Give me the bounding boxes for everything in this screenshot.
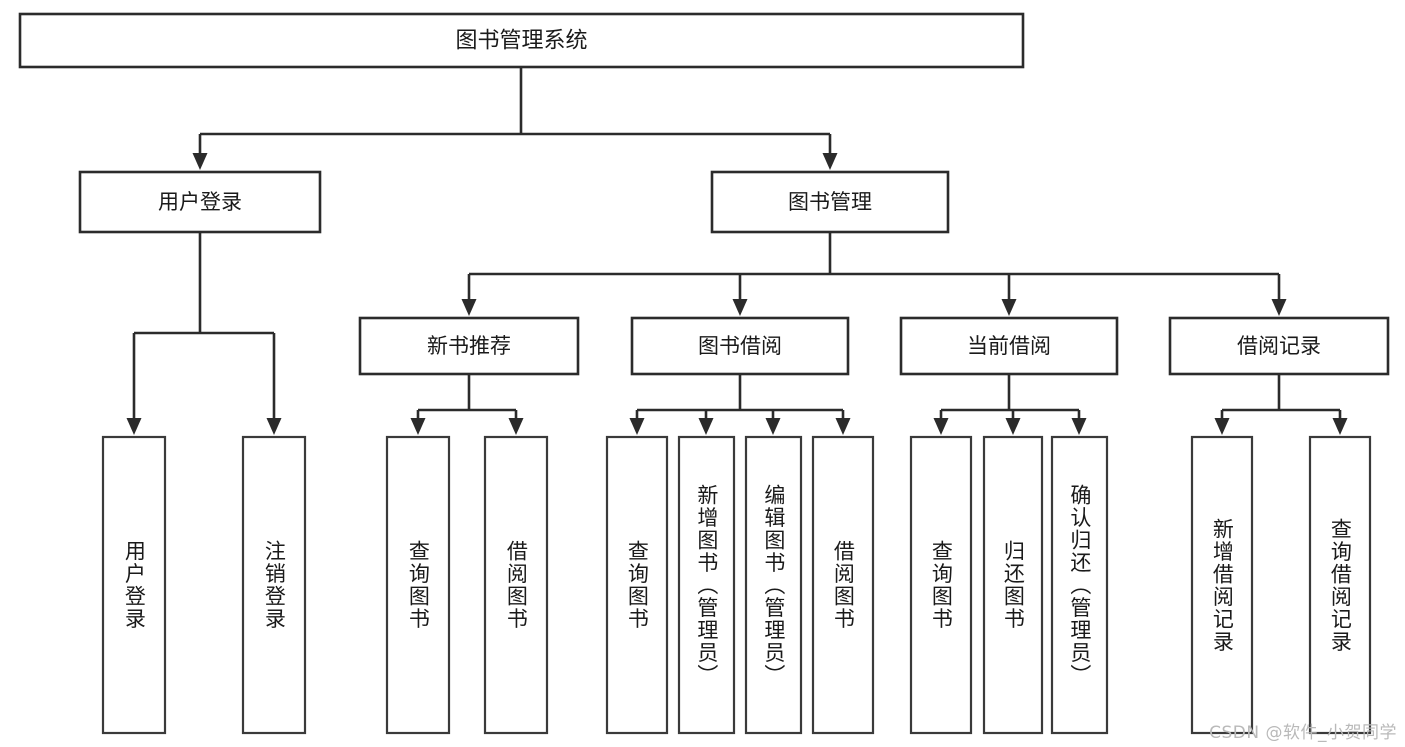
node-box-leaf-query-borrow-record[interactable]	[1308, 435, 1372, 735]
node-box-leaf-user-login[interactable]	[101, 435, 167, 735]
node-box-leaf-return-book[interactable]	[982, 435, 1044, 735]
node-label-book-borrow: 图书借阅	[698, 334, 782, 358]
arrow-head-icon	[1071, 418, 1087, 435]
arrow-head-icon	[1214, 418, 1230, 435]
arrow-head-icon	[629, 418, 645, 435]
node-label-current-borrow: 当前借阅	[967, 334, 1051, 358]
node-label-borrow-record: 借阅记录	[1237, 334, 1321, 358]
arrow-head-icon	[1005, 418, 1021, 435]
node-box-user-login[interactable]	[78, 170, 322, 234]
node-box-leaf-add-book-admin[interactable]	[677, 435, 736, 735]
node-box-leaf-borrow-book[interactable]	[811, 435, 875, 735]
node-box-leaf-query-book-recommend[interactable]	[385, 435, 451, 735]
arrow-head-icon	[1271, 299, 1287, 316]
arrowheads-layer	[126, 153, 1348, 435]
node-box-borrow-record[interactable]	[1168, 316, 1390, 376]
arrow-head-icon	[1332, 418, 1348, 435]
node-box-leaf-edit-book-admin[interactable]	[744, 435, 803, 735]
node-box-leaf-add-borrow-record[interactable]	[1190, 435, 1254, 735]
node-box-leaf-borrow-book-recommend[interactable]	[483, 435, 549, 735]
arrow-head-icon	[410, 418, 426, 435]
node-box-leaf-logout[interactable]	[241, 435, 307, 735]
arrow-head-icon	[933, 418, 949, 435]
node-boxes-layer	[18, 12, 1390, 735]
arrow-head-icon	[822, 153, 838, 170]
node-box-leaf-confirm-return-admin[interactable]	[1050, 435, 1109, 735]
node-box-book-borrow[interactable]	[630, 316, 850, 376]
node-box-leaf-query-book-current[interactable]	[909, 435, 973, 735]
arrow-head-icon	[732, 299, 748, 316]
arrow-head-icon	[192, 153, 208, 170]
node-label-user-login: 用户登录	[158, 190, 242, 214]
csdn-watermark: CSDN @软件_小贺同学	[1209, 723, 1397, 743]
node-label-new-book-recommend: 新书推荐	[427, 334, 511, 358]
node-box-leaf-query-book-borrow[interactable]	[605, 435, 669, 735]
arrow-head-icon	[266, 418, 282, 435]
arrow-head-icon	[461, 299, 477, 316]
arrow-head-icon	[765, 418, 781, 435]
arrow-head-icon	[698, 418, 714, 435]
node-box-new-book-recommend[interactable]	[358, 316, 580, 376]
node-box-root[interactable]	[18, 12, 1025, 69]
node-box-book-manage[interactable]	[710, 170, 950, 234]
node-label-book-manage: 图书管理	[788, 190, 872, 214]
arrow-head-icon	[835, 418, 851, 435]
arrow-head-icon	[1001, 299, 1017, 316]
arrow-head-icon	[508, 418, 524, 435]
node-box-current-borrow[interactable]	[899, 316, 1119, 376]
arrow-head-icon	[126, 418, 142, 435]
node-label-root: 图书管理系统	[455, 29, 587, 54]
